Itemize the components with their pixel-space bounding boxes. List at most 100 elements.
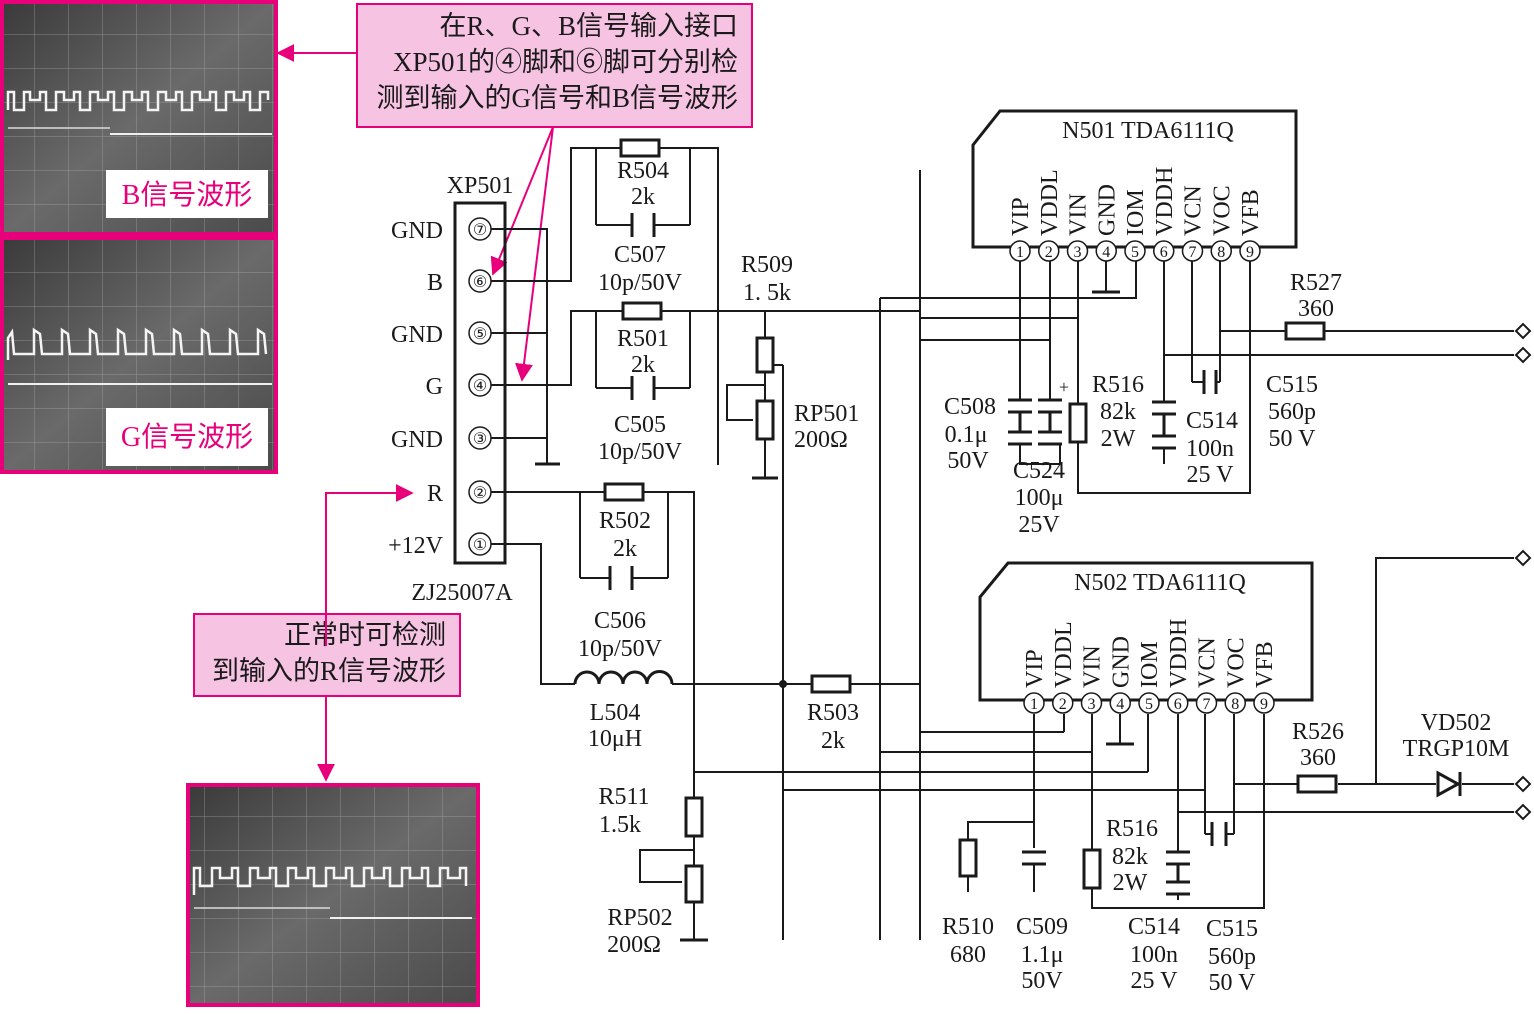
ic_top-pin-name: VDDH bbox=[1152, 167, 1178, 236]
ic_top-pin-5 bbox=[1124, 240, 1146, 262]
g-waveform-trace bbox=[6, 327, 268, 360]
c524-plus: + bbox=[1059, 377, 1069, 397]
connector-pin-label: B bbox=[427, 270, 443, 296]
rp502-ref: RP502 bbox=[607, 905, 672, 931]
component-labels: R504 2k C507 10p/50V R501 2k C505 10p/50… bbox=[578, 158, 1509, 996]
ic_bot-pin-number: 3 bbox=[1088, 696, 1096, 713]
output-terminals bbox=[1514, 322, 1532, 821]
ic_bot-pin-name: GND bbox=[1108, 636, 1134, 688]
c515-bottom-val1: 560p bbox=[1208, 944, 1256, 970]
terminal-top-2 bbox=[1514, 346, 1532, 364]
ic_top-pin-number: 4 bbox=[1102, 244, 1110, 261]
g-waveform-label: G信号波形 bbox=[121, 421, 253, 453]
c508-symbol bbox=[1008, 398, 1032, 446]
connector-pin-number: ⑤ bbox=[473, 326, 487, 343]
ic_bot-pin-6 bbox=[1167, 692, 1189, 714]
ic_bot-pin-number: 4 bbox=[1116, 696, 1124, 713]
ic_bot-pin-number: 5 bbox=[1145, 696, 1153, 713]
ic_bot-pin-name: IOM bbox=[1137, 641, 1163, 688]
c507-symbol bbox=[630, 213, 656, 237]
ic_bot-pin-8 bbox=[1224, 692, 1246, 714]
r516-top-val1: 82k bbox=[1100, 399, 1136, 425]
rp501-symbol bbox=[755, 399, 775, 441]
connector-body bbox=[453, 201, 507, 565]
r527-symbol bbox=[1284, 321, 1326, 341]
ic_bot-pin-name: VFB bbox=[1252, 641, 1278, 688]
c514-top-val2: 25 V bbox=[1187, 462, 1235, 488]
c515-top-symbol bbox=[1152, 400, 1176, 450]
l504-ref: L504 bbox=[590, 700, 641, 726]
ic_bot-pin-number: 1 bbox=[1030, 696, 1038, 713]
terminal-top-1 bbox=[1514, 322, 1532, 340]
ic_bot-pin-number: 9 bbox=[1260, 696, 1268, 713]
top-callout-line1: 在R、G、B信号输入接口 bbox=[439, 11, 738, 41]
r516-top-val2: 2W bbox=[1101, 426, 1136, 452]
r504-ref: R504 bbox=[617, 158, 669, 184]
r509-val: 1. 5k bbox=[743, 280, 791, 306]
connector-pin-label: +12V bbox=[388, 533, 444, 559]
r-waveform-trace bbox=[192, 866, 468, 895]
r510-ref: R510 bbox=[942, 914, 994, 940]
r501-symbol bbox=[621, 301, 663, 321]
r503-val: 2k bbox=[821, 728, 845, 754]
ic_top-pin-name: VIP bbox=[1008, 197, 1034, 236]
ic_top-pin-name: VCN bbox=[1181, 185, 1207, 236]
ic_bot-pin-7 bbox=[1195, 692, 1218, 714]
r511-val: 1.5k bbox=[599, 812, 641, 838]
r526-symbol bbox=[1296, 774, 1338, 794]
c515-top-ref: C515 bbox=[1266, 372, 1318, 398]
terminal-bot-1 bbox=[1514, 775, 1532, 793]
c514-bottom-symbol bbox=[1166, 850, 1190, 896]
terminal-mid bbox=[1514, 549, 1532, 567]
ic_top-pin-name: VFB bbox=[1238, 189, 1264, 236]
ic_top-pin-name: GND bbox=[1094, 184, 1120, 236]
r510-val: 680 bbox=[950, 942, 986, 968]
r509-symbol bbox=[755, 336, 775, 374]
connector-pin-number: ④ bbox=[473, 378, 487, 395]
arrow-to-pin6 bbox=[490, 126, 554, 276]
connector-pin-number: ② bbox=[473, 485, 487, 502]
ic-n502-title: N502 TDA6111Q bbox=[1074, 570, 1246, 596]
r527-ref: R527 bbox=[1290, 270, 1342, 296]
top-callout: 在R、G、B信号输入接口 XP501的④脚和⑥脚可分别检 测到输入的G信号和B信… bbox=[356, 3, 753, 128]
c506-ref: C506 bbox=[594, 608, 646, 634]
ic_bot-pin-1 bbox=[1023, 692, 1045, 714]
ic_bot-pin-4 bbox=[1109, 692, 1131, 714]
ic_top-pin-7 bbox=[1181, 240, 1204, 262]
ic_bot-pin-name: VIP bbox=[1022, 649, 1048, 688]
connector-pin-label: GND bbox=[391, 427, 443, 453]
ic_bot-pin-name: VOC bbox=[1223, 637, 1249, 688]
rp501-ref: RP501 bbox=[794, 401, 859, 427]
r527-val: 360 bbox=[1298, 296, 1334, 322]
ic_top-pin-number: 7 bbox=[1189, 244, 1197, 261]
ic_bot-pin-number: 6 bbox=[1174, 696, 1182, 713]
r502-symbol bbox=[603, 482, 645, 502]
c524-val1: 100μ bbox=[1015, 485, 1064, 511]
r516-top-symbol bbox=[1068, 402, 1088, 444]
r526-val: 360 bbox=[1300, 745, 1336, 771]
wiring bbox=[491, 147, 1514, 942]
vd502-val: TRGP10M bbox=[1403, 736, 1510, 762]
ic_bot-pin-5 bbox=[1138, 692, 1160, 714]
connector-name: XP501 bbox=[447, 173, 514, 199]
c514-bottom-val2: 25 V bbox=[1131, 968, 1179, 994]
r511-ref: R511 bbox=[598, 784, 649, 810]
arrow-to-pin4 bbox=[515, 126, 554, 382]
b-waveform-panel: B信号波形 bbox=[0, 0, 278, 236]
c509-val1: 1.1μ bbox=[1021, 942, 1064, 968]
c506-val: 10p/50V bbox=[578, 636, 663, 662]
connector-pin-number: ③ bbox=[473, 431, 487, 448]
r502-ref: R502 bbox=[599, 508, 651, 534]
c524-symbol bbox=[1038, 398, 1062, 446]
c515-top-val2: 50 V bbox=[1269, 426, 1317, 452]
r516-bottom-val1: 82k bbox=[1112, 844, 1148, 870]
r504-symbol bbox=[619, 138, 661, 158]
c505-ref: C505 bbox=[614, 412, 666, 438]
connector-part: ZJ25007A bbox=[411, 580, 513, 606]
b-waveform-label: B信号波形 bbox=[122, 179, 253, 211]
c515-bottom-ref: C515 bbox=[1206, 916, 1258, 942]
c515-top-val1: 560p bbox=[1268, 399, 1316, 425]
connector-pin-label: R bbox=[427, 481, 443, 507]
bottom-callout-line2: 到输入的R信号波形 bbox=[212, 656, 446, 686]
